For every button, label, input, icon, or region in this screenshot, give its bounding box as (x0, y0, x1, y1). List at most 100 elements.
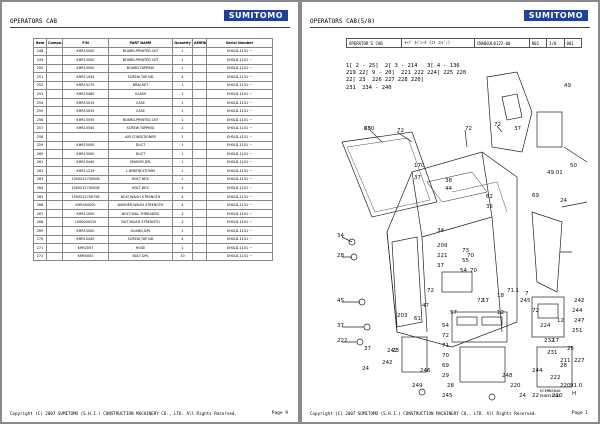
table-cell: BOLT,HEX (108, 174, 173, 185)
table-cell: DUCT (108, 149, 173, 159)
table-cell: KHR11219 (62, 166, 109, 176)
part-callout: 24 (362, 366, 369, 372)
table-cell (192, 123, 207, 133)
table-cell: WASHER,W&SH STRENGTH (108, 200, 173, 210)
part-callout: 244 (532, 368, 543, 374)
part-callout: 220 (560, 383, 571, 389)
table-cell (46, 208, 63, 219)
part-callout: 49.01 (547, 170, 563, 176)
part-callout: 249 (412, 383, 423, 389)
table-cell (46, 97, 63, 108)
column-header: Item (33, 38, 47, 48)
part-callout: 231 (547, 350, 558, 356)
part-callout: 38 (445, 178, 452, 184)
part-callout: H (572, 391, 576, 397)
part-callout: 54 (442, 323, 449, 329)
table-cell: 2 (172, 123, 193, 133)
table-cell: SH0LD-1101 ~ (206, 183, 273, 193)
part-callout: 73 (462, 248, 469, 254)
title-divider (310, 27, 590, 28)
part-callout: 71.1 (507, 288, 519, 294)
column-header: AMEND TION (192, 38, 207, 48)
part-callout: 220 (364, 126, 375, 132)
table-cell: BOARD-PRINTED CKT (108, 55, 173, 65)
table-cell: BOARD-PRINTED CKT (108, 114, 173, 125)
table-cell (46, 191, 63, 202)
table-cell: 250 (33, 63, 47, 74)
table-cell: SH0LD-1101 ~ (206, 157, 273, 168)
table-cell: 270 (33, 234, 47, 245)
table-cell: 4 (172, 191, 193, 202)
table-cell: 1 (172, 243, 193, 253)
copyright-footer: Copyright (C) 2007 SUMITOMO (S.H.I.) CON… (10, 411, 237, 416)
table-cell: 1000004310 (62, 217, 109, 227)
table-cell: KHR000000 (62, 200, 109, 210)
part-callout: 50 (570, 163, 577, 169)
exploded-diagram-page: SUMITOMO OPERATORS CAB(5/8) OPERATOR'S C… (302, 2, 598, 422)
part-callout: 211 (560, 358, 571, 364)
part-callout: 224 (540, 323, 551, 329)
lower-panel (459, 346, 506, 383)
table-cell: 1 (172, 166, 193, 176)
table-cell: KHR0000 (62, 251, 109, 262)
table-cell: 258 (33, 131, 47, 142)
table-cell (192, 166, 207, 176)
part-callout: 65 (364, 126, 371, 132)
part-callout: 246 (420, 368, 431, 374)
part-callout: 69 (532, 193, 539, 199)
table-cell: SH0LD-1101 ~ (206, 55, 273, 65)
table-cell: SH0LD-1101 ~ (206, 251, 273, 262)
table-cell: 251 (33, 72, 47, 82)
part-callout: 251 (572, 328, 583, 334)
table-cell: 268 (33, 217, 47, 227)
part-callout: 242 (387, 348, 398, 354)
table-cell: 260 (33, 149, 47, 159)
table-cell: 4 (172, 200, 193, 210)
reference-list: 1[ 2 - 25] 2[ 3 - 214 3[ 4 - 136 219 22[… (346, 63, 467, 91)
part-callout: 227 (574, 358, 585, 364)
table-cell: SH0LD-1101 ~ (206, 149, 273, 159)
part-callout: 24 (519, 393, 526, 399)
title-divider (10, 27, 290, 28)
dash-console (451, 311, 508, 343)
table-cell: 1 (172, 157, 193, 168)
part-callout: 44 (445, 186, 452, 192)
part-callout: 222 (550, 375, 561, 381)
table-cell: HOSE (108, 243, 173, 253)
part-callout: 29 (442, 373, 449, 379)
table-cell: 1 (172, 174, 193, 185)
column-header: Quantity (172, 38, 193, 48)
table-cell (62, 131, 109, 142)
part-callout: 71 (442, 343, 449, 349)
table-cell: 271 (33, 243, 47, 253)
drawing-code-2: EHN3575R2 (540, 393, 561, 398)
table-cell: KHR15015 (62, 97, 109, 108)
part-callout: 209 (437, 243, 448, 249)
table-cell: SENSOR,DPL (108, 157, 173, 168)
table-cell: 253 (33, 89, 47, 99)
part-callout: 170 (414, 163, 425, 169)
table-cell: CASE (108, 97, 173, 108)
part-callout: 72 (465, 126, 472, 132)
part-callout: 28 (560, 363, 567, 369)
table-cell: 1 (172, 89, 193, 99)
table-cell: SH0LD-1101 ~ (206, 106, 273, 116)
part-callout: 72 (427, 288, 434, 294)
table-cell (46, 166, 63, 176)
overhead-console (486, 71, 533, 153)
part-callout: 35 (486, 204, 493, 210)
part-callout: 54 (460, 268, 467, 274)
part-callout: 18 (497, 293, 504, 299)
part-callout: 247 (574, 318, 585, 324)
table-cell: KHR15000 (62, 149, 109, 159)
